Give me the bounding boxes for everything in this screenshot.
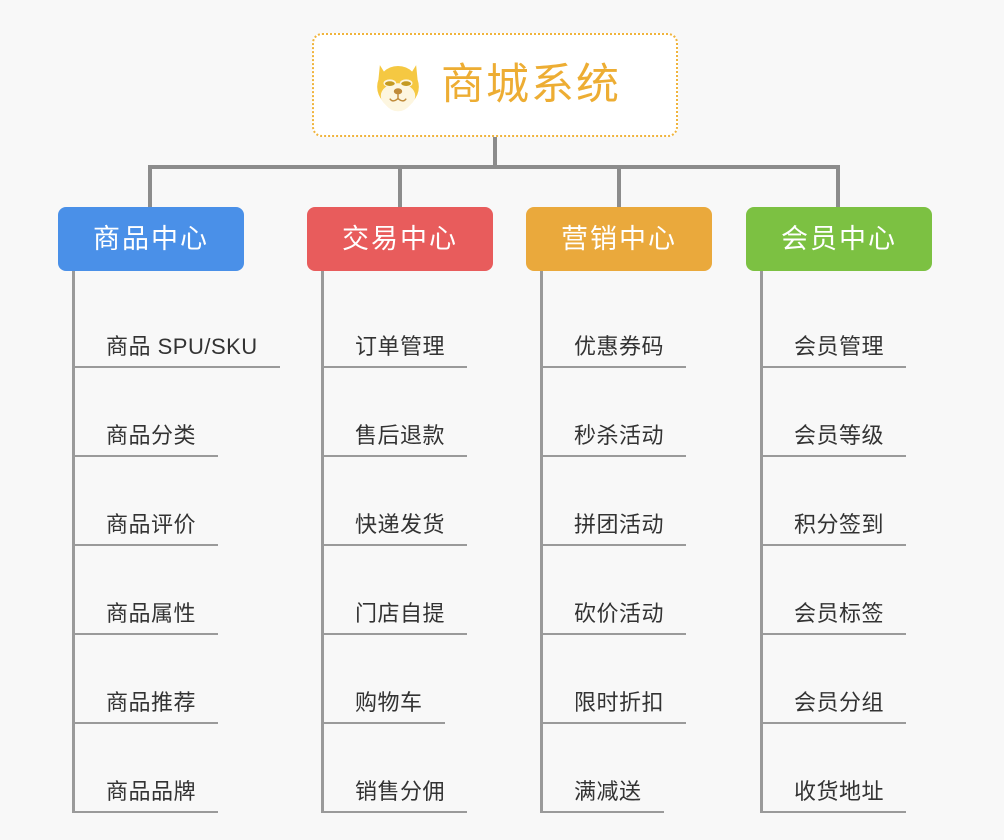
leaf-item[interactable]: 拼团活动 <box>540 457 712 546</box>
category-title-4: 会员中心 <box>781 223 897 254</box>
leaf-item[interactable]: 满减送 <box>540 724 712 813</box>
leaf-item[interactable]: 快递发货 <box>321 457 493 546</box>
connector-drop-4 <box>836 165 840 209</box>
leaf-label: 会员标签 <box>794 600 885 626</box>
leaf-label: 订单管理 <box>355 333 446 359</box>
leaf-item[interactable]: 砍价活动 <box>540 546 712 635</box>
leaf-label: 优惠券码 <box>574 333 665 359</box>
leaf-label: 门店自提 <box>355 600 446 626</box>
root-title: 商城系统 <box>441 60 621 109</box>
leaf-label: 会员管理 <box>794 333 885 359</box>
leaf-label: 销售分佣 <box>355 778 446 804</box>
leaf-spine-2 <box>321 271 324 813</box>
leaf-label: 秒杀活动 <box>574 422 665 448</box>
leaf-item[interactable]: 会员等级 <box>760 368 932 457</box>
leaf-spine-4 <box>760 271 763 813</box>
leaf-item[interactable]: 购物车 <box>321 635 493 724</box>
category-title-2: 交易中心 <box>342 223 458 254</box>
leaf-item[interactable]: 门店自提 <box>321 546 493 635</box>
category-box-4[interactable]: 会员中心 <box>746 207 932 271</box>
leaf-item[interactable]: 限时折扣 <box>540 635 712 724</box>
leaf-item[interactable]: 会员标签 <box>760 546 932 635</box>
leaf-item[interactable]: 会员分组 <box>760 635 932 724</box>
leaf-spine-3 <box>540 271 543 813</box>
leaf-item[interactable]: 会员管理 <box>760 279 932 368</box>
leaf-label: 砍价活动 <box>574 600 665 626</box>
leaf-label: 售后退款 <box>355 422 446 448</box>
leaf-list-4: 会员管理 会员等级 积分签到 会员标签 会员分组 收货地址 <box>760 271 932 813</box>
leaf-list-2: 订单管理 售后退款 快递发货 门店自提 购物车 销售分佣 <box>321 271 493 813</box>
category-title-1: 商品中心 <box>93 223 209 254</box>
leaf-item[interactable]: 销售分佣 <box>321 724 493 813</box>
leaf-item[interactable]: 秒杀活动 <box>540 368 712 457</box>
connector-root-stem <box>493 137 497 167</box>
leaf-label: 会员等级 <box>794 422 885 448</box>
leaf-item[interactable]: 商品推荐 <box>72 635 280 724</box>
leaf-label: 商品属性 <box>106 600 197 626</box>
leaf-label: 购物车 <box>355 689 423 715</box>
branch-column-2: 交易中心 订单管理 售后退款 快递发货 门店自提 购物车 销售分佣 <box>307 207 493 813</box>
leaf-spine-1 <box>72 271 75 813</box>
leaf-item[interactable]: 积分签到 <box>760 457 932 546</box>
branch-column-1: 商品中心 商品 SPU/SKU 商品分类 商品评价 商品属性 商品推荐 商品品牌 <box>58 207 280 813</box>
connector-horizontal-bus <box>150 165 840 169</box>
category-box-3[interactable]: 营销中心 <box>526 207 712 271</box>
leaf-label: 商品推荐 <box>106 689 197 715</box>
leaf-label: 商品 SPU/SKU <box>106 333 258 359</box>
connector-drop-3 <box>617 165 621 209</box>
category-box-2[interactable]: 交易中心 <box>307 207 493 271</box>
leaf-label: 商品评价 <box>106 511 197 537</box>
leaf-item[interactable]: 售后退款 <box>321 368 493 457</box>
leaf-list-3: 优惠券码 秒杀活动 拼团活动 砍价活动 限时折扣 满减送 <box>540 271 712 813</box>
dog-face-icon <box>377 65 419 112</box>
category-title-3: 营销中心 <box>561 223 677 254</box>
connector-drop-2 <box>398 165 402 209</box>
branch-column-3: 营销中心 优惠券码 秒杀活动 拼团活动 砍价活动 限时折扣 满减送 <box>526 207 712 813</box>
root-node[interactable]: 商城系统 <box>312 33 678 137</box>
leaf-item[interactable]: 收货地址 <box>760 724 932 813</box>
leaf-list-1: 商品 SPU/SKU 商品分类 商品评价 商品属性 商品推荐 商品品牌 <box>72 271 280 813</box>
leaf-label: 快递发货 <box>355 511 446 537</box>
leaf-label: 商品品牌 <box>106 778 197 804</box>
category-box-1[interactable]: 商品中心 <box>58 207 244 271</box>
leaf-item[interactable]: 商品属性 <box>72 546 280 635</box>
leaf-item[interactable]: 优惠券码 <box>540 279 712 368</box>
leaf-label: 商品分类 <box>106 422 197 448</box>
leaf-label: 收货地址 <box>794 778 885 804</box>
leaf-item[interactable]: 订单管理 <box>321 279 493 368</box>
branch-column-4: 会员中心 会员管理 会员等级 积分签到 会员标签 会员分组 收货地址 <box>746 207 932 813</box>
leaf-label: 会员分组 <box>794 689 885 715</box>
leaf-label: 限时折扣 <box>574 689 665 715</box>
leaf-label: 拼团活动 <box>574 511 665 537</box>
connector-drop-1 <box>148 165 152 209</box>
leaf-label: 满减送 <box>574 778 642 804</box>
leaf-item[interactable]: 商品分类 <box>72 368 280 457</box>
leaf-item[interactable]: 商品品牌 <box>72 724 280 813</box>
leaf-item[interactable]: 商品评价 <box>72 457 280 546</box>
leaf-item[interactable]: 商品 SPU/SKU <box>72 279 280 368</box>
leaf-label: 积分签到 <box>794 511 885 537</box>
